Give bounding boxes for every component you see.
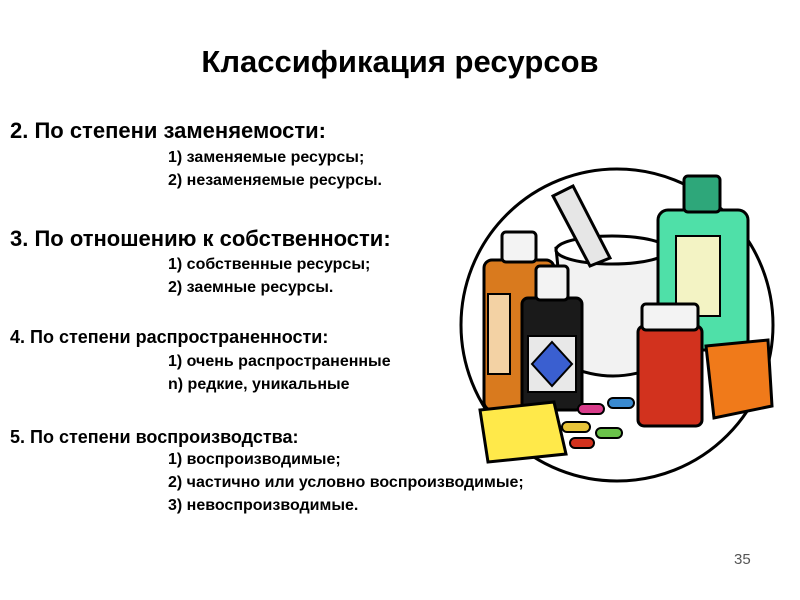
list-item: 3) невоспроизводимые. [168, 497, 359, 514]
pills-icon [561, 397, 635, 449]
yellow-box-icon [478, 400, 568, 464]
list-item: 1) очень распространенные [168, 353, 391, 370]
section-heading-substitutability: 2. По степени заменяемости: [10, 118, 326, 143]
orange-box-icon [704, 338, 774, 420]
list-item: 2) заемные ресурсы. [168, 279, 334, 296]
list-item: 2) незаменяемые ресурсы. [168, 172, 382, 189]
section-heading-reproduction: 5. По степени воспроизводства: [10, 427, 299, 447]
list-item: 1) воспроизводимые; [168, 451, 341, 468]
green-bottle-icon [656, 174, 750, 352]
dark-bottle-icon [520, 264, 584, 412]
page-number: 35 [734, 551, 751, 568]
red-jar-icon [636, 302, 704, 428]
list-item: 2) частично или условно воспроизводимые; [168, 474, 524, 491]
section-heading-prevalence: 4. По степени распространенности: [10, 327, 329, 347]
slide-title: Классификация ресурсов [201, 44, 599, 79]
section-heading-ownership: 3. По отношению к собственности: [10, 226, 391, 251]
medicine-bottles-illustration [459, 167, 775, 483]
list-item: 1) собственные ресурсы; [168, 256, 371, 273]
list-item: 1) заменяемые ресурсы; [168, 149, 365, 166]
pestle-icon [550, 183, 613, 268]
list-item: n) редкие, уникальные [168, 376, 350, 393]
